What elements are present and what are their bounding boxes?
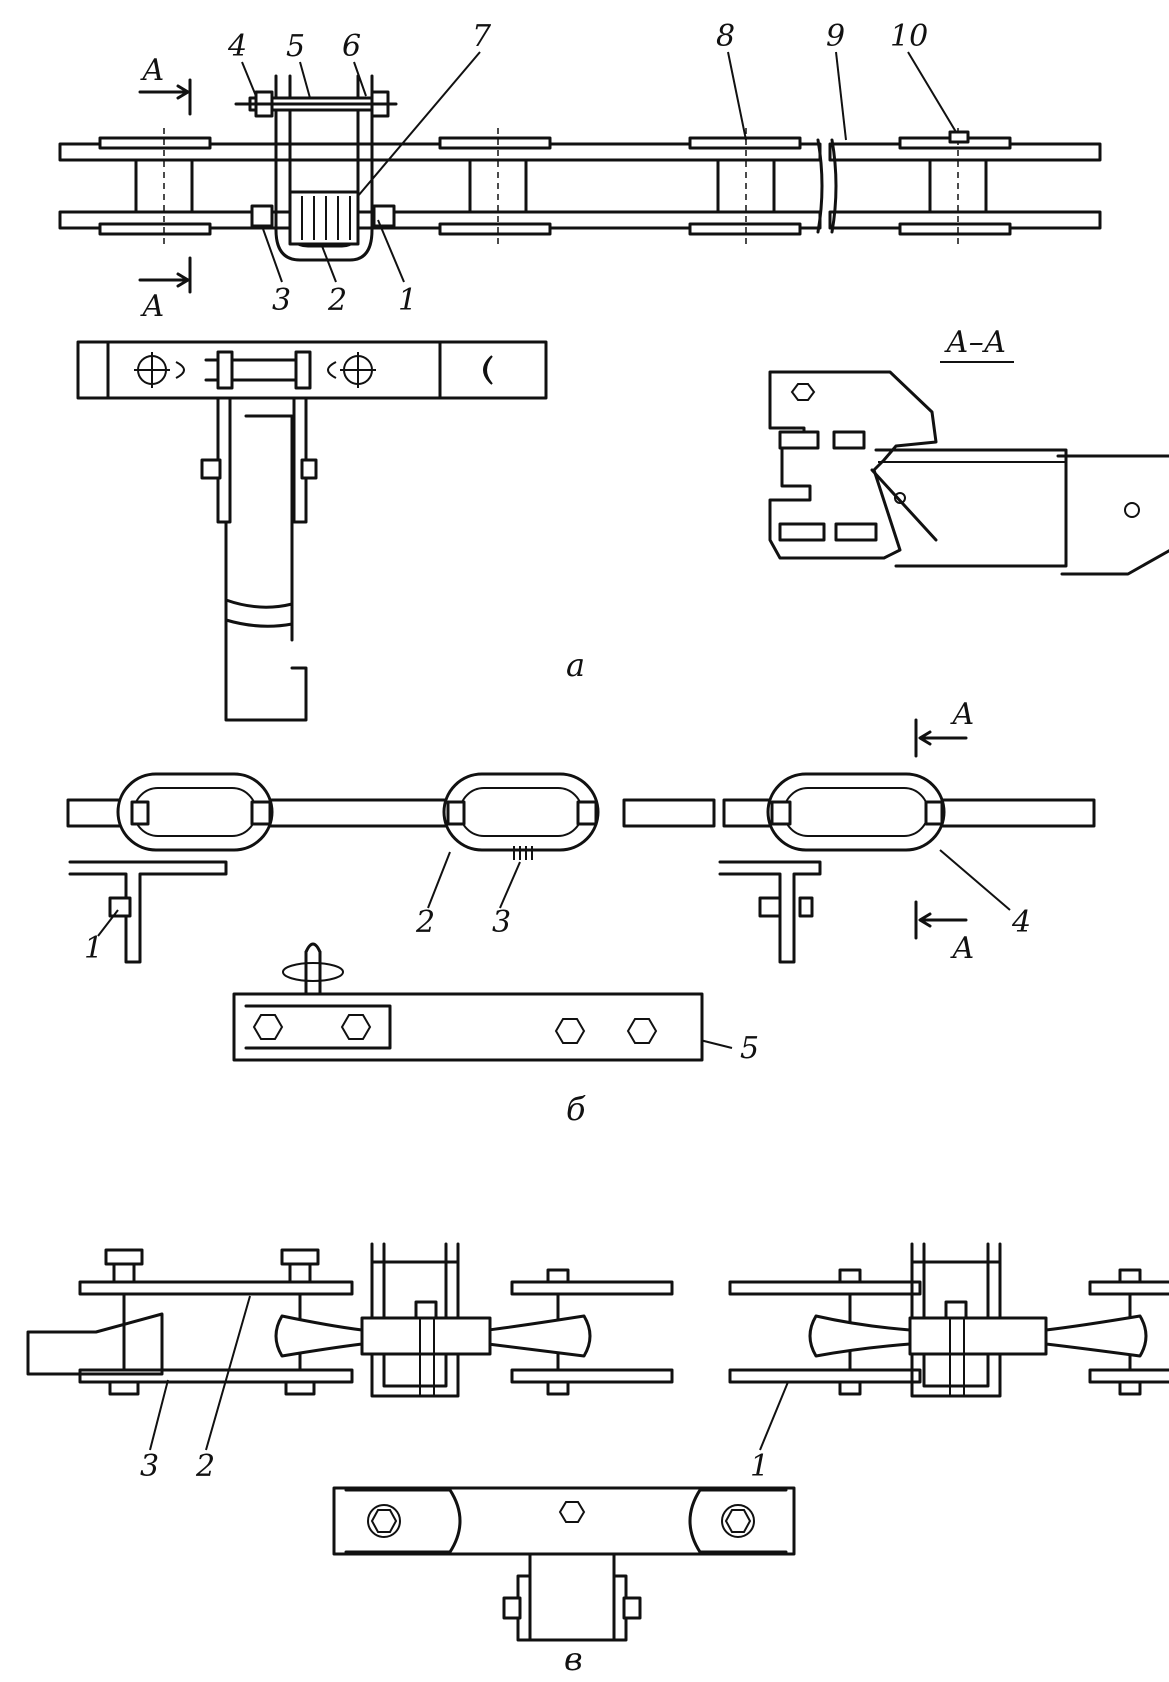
figure-a-plan-view — [76, 340, 548, 722]
callout-number: 6 — [342, 29, 361, 64]
section-mark-label: А — [140, 289, 165, 324]
scraper-bracket — [360, 1242, 492, 1398]
callout-number: 1 — [84, 931, 103, 966]
figure-a-callouts-top: 4 5 6 7 8 9 10 — [227, 19, 957, 197]
callout-number: 1 — [398, 283, 417, 318]
figure-a-caption: а — [566, 646, 585, 684]
callout-number: 10 — [890, 19, 928, 54]
figure-a-section-view: А–А — [768, 325, 1169, 576]
callout-number: 3 — [140, 1449, 159, 1484]
callout-number: 9 — [826, 19, 845, 54]
callout-number: 1 — [750, 1449, 769, 1484]
chain-link — [766, 772, 946, 852]
figure-b-caption: б — [566, 1090, 586, 1128]
figure-v-chain-side-view: 3 2 1 — [26, 1242, 1169, 1484]
figure-v-plan-view — [332, 1486, 796, 1642]
callout-number: 2 — [195, 1449, 215, 1484]
figure-a-chain-side-view: А А 4 5 6 7 8 9 10 3 2 1 — [58, 19, 1102, 324]
callout-number: 3 — [492, 905, 511, 940]
callout-number: 4 — [1011, 905, 1031, 940]
scraper-bracket — [908, 1242, 1048, 1398]
section-title: А–А — [944, 325, 1006, 360]
callout-number: 7 — [472, 19, 492, 54]
section-mark-label: А — [950, 931, 975, 966]
section-mark-label: А — [950, 697, 975, 732]
figure-a-section-marks: А А — [138, 53, 192, 324]
callout-number: 3 — [272, 283, 291, 318]
figure-v-caption: в — [564, 1640, 583, 1677]
figure-a-scraper-bracket — [234, 74, 398, 262]
callout-number: 4 — [227, 29, 247, 64]
callout-number: 5 — [740, 1031, 759, 1066]
callout-number: 5 — [286, 29, 305, 64]
pin-head — [948, 130, 970, 144]
figure-b-round-link-chain: А А 1 2 3 4 5 — [66, 697, 1096, 1066]
callout-number: 2 — [415, 905, 435, 940]
section-mark-label: А — [140, 53, 165, 88]
break-line — [830, 138, 838, 234]
figure-b-plan-view — [232, 942, 704, 1062]
callout-number: 8 — [716, 19, 735, 54]
chain-link — [442, 772, 600, 852]
figure-a-callouts-bottom: 3 2 1 — [261, 219, 417, 318]
figure-a-rollers — [134, 128, 988, 248]
break-line — [816, 138, 824, 234]
callout-number: 2 — [327, 283, 347, 318]
